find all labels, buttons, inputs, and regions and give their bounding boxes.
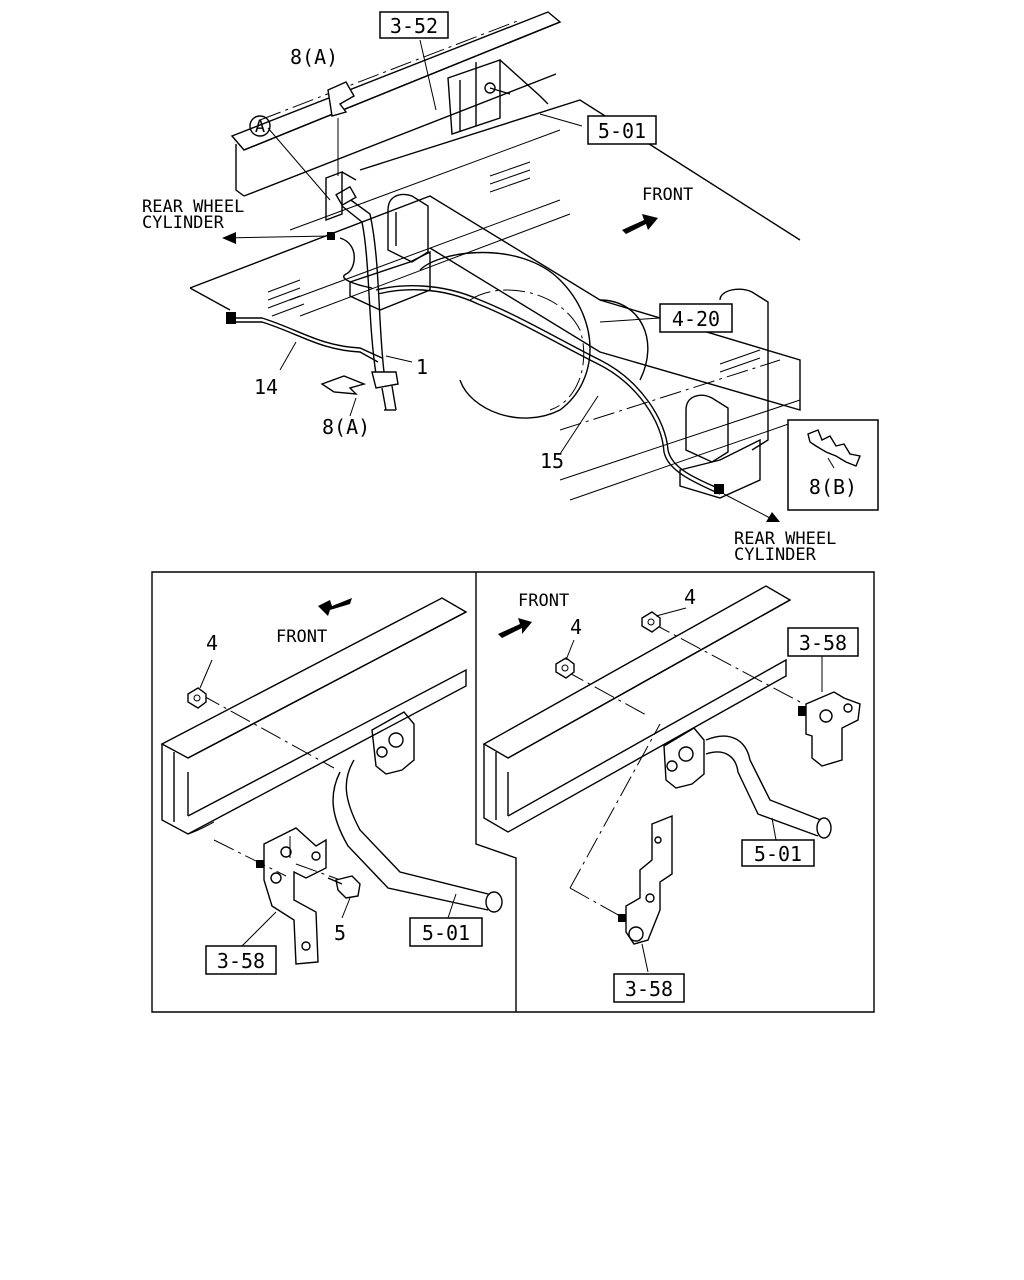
rear-wheel-label-right-1: REAR WHEEL <box>734 529 836 549</box>
part-4-right-b: 4 <box>684 585 696 609</box>
ref-5-01-top: 5-01 <box>587 115 657 145</box>
right-panel-drawing <box>482 585 861 973</box>
circle-a-marker: A <box>249 115 271 137</box>
svg-text:3-58: 3-58 <box>217 949 265 973</box>
inset-8b: 8(B) <box>787 419 879 511</box>
front-label-right: FRONT <box>518 591 569 611</box>
svg-text:A: A <box>255 117 265 137</box>
part-8a-top: 8(A) <box>290 45 338 69</box>
part-5: 5 <box>334 921 346 945</box>
ref-3-58-right-bottom: 3-58 <box>613 973 685 1003</box>
svg-text:5-01: 5-01 <box>598 119 646 143</box>
ref-3-58-left: 3-58 <box>205 945 277 975</box>
top-assembly <box>189 11 801 501</box>
direction-arrow-icon <box>222 232 331 244</box>
svg-text:5-01: 5-01 <box>754 842 802 866</box>
svg-text:3-52: 3-52 <box>390 14 438 38</box>
ref-5-01-left: 5-01 <box>409 917 483 947</box>
rear-wheel-label-right-2: CYLINDER <box>734 545 817 565</box>
ref-3-52: 3-52 <box>379 11 449 39</box>
svg-text:4-20: 4-20 <box>672 307 720 331</box>
front-label-left: FRONT <box>276 627 327 647</box>
clip-icon <box>327 81 355 117</box>
svg-text:3-58: 3-58 <box>799 631 847 655</box>
front-arrow-icon-left <box>318 598 352 616</box>
left-panel-drawing <box>160 597 503 965</box>
part-4-right-a: 4 <box>570 615 582 639</box>
ref-3-58-right-top: 3-58 <box>787 627 859 657</box>
part-14: 14 <box>254 375 278 399</box>
rear-wheel-label-left-2: CYLINDER <box>142 213 225 233</box>
front-arrow-icon <box>622 214 658 234</box>
front-arrow-icon-right <box>498 618 532 638</box>
svg-text:8(B): 8(B) <box>809 475 857 499</box>
part-15: 15 <box>540 449 564 473</box>
svg-text:3-58: 3-58 <box>625 977 673 1001</box>
ref-4-20: 4-20 <box>659 303 733 333</box>
part-1: 1 <box>416 355 428 379</box>
leader-lines-top <box>267 39 661 455</box>
ref-5-01-right: 5-01 <box>741 839 815 867</box>
svg-text:5-01: 5-01 <box>422 921 470 945</box>
part-8a-bottom: 8(A) <box>322 415 370 439</box>
rear-wheel-label-left-1: REAR WHEEL <box>142 197 244 217</box>
part-4-left: 4 <box>206 631 218 655</box>
direction-arrow-icon-right <box>723 493 780 522</box>
front-label-top: FRONT <box>642 185 693 205</box>
bottom-panels-frame <box>151 571 875 1013</box>
